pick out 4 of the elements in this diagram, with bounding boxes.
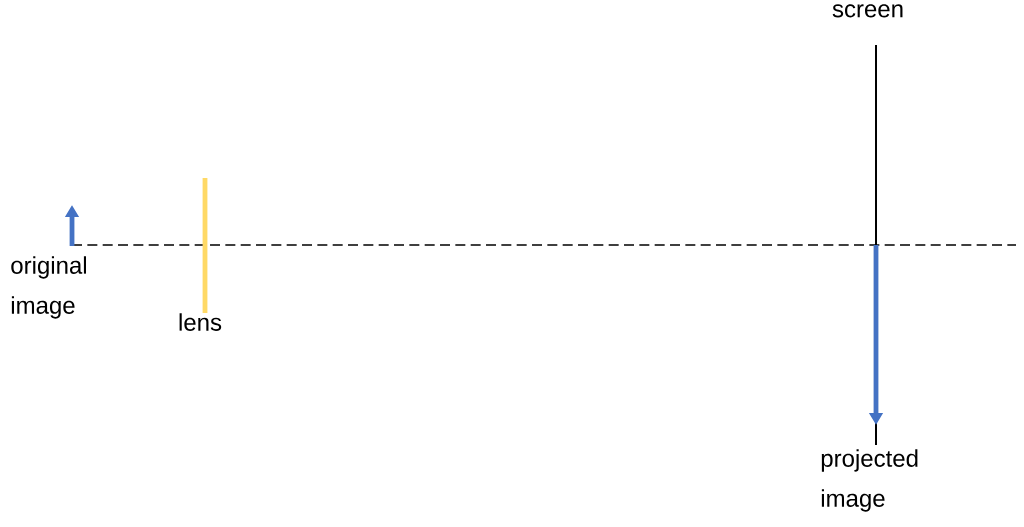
part-label: lens <box>179 313 222 331</box>
part-label: projected image <box>821 449 918 512</box>
part-label: screen <box>832 4 903 18</box>
part-label: original image <box>11 256 86 319</box>
